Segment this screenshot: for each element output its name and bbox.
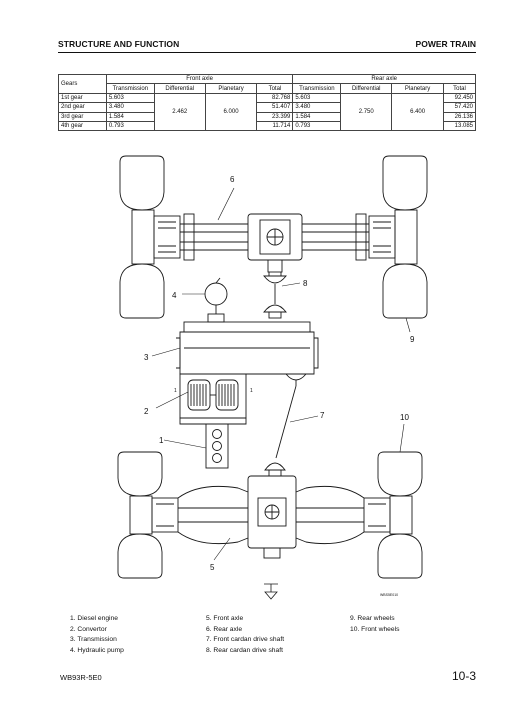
callout-5: 5 <box>210 563 215 572</box>
column-header: Transmission <box>292 83 342 94</box>
gear-cell: 1st gear <box>58 92 107 104</box>
column-header: Differential <box>340 83 393 94</box>
front-transmission-cell: 5.603 <box>105 92 155 104</box>
down-arrow-icon <box>264 583 278 600</box>
front-planetary-cell: 6.000 <box>204 92 258 132</box>
front-wheel-shape <box>377 451 423 497</box>
table-column-header-row: Transmission Differential Planetary Tota… <box>59 83 477 94</box>
rear-total-cell: 92.450 <box>442 92 477 104</box>
callout-2: 2 <box>144 407 149 416</box>
gears-header: Gears <box>58 74 107 94</box>
rear-wheel-shape <box>382 155 428 211</box>
transmission <box>176 321 319 386</box>
rear-cardan-shaft <box>263 272 287 319</box>
column-header: Transmission <box>105 83 155 94</box>
legend-column-2: 5. Front axle 6. Rear axle 7. Front card… <box>206 614 284 656</box>
table-row: 1st gear 5.603 2.462 6.000 82.768 5.603 … <box>58 92 477 132</box>
rear-total-cell: 57.420 <box>442 102 477 113</box>
convertor <box>179 373 247 425</box>
column-header: Total <box>442 83 477 94</box>
legend-item: 4. Hydraulic pump <box>70 646 124 654</box>
gear-cell: 2nd gear <box>58 102 107 113</box>
legend-item: 8. Rear cardan drive shaft <box>206 646 283 654</box>
legend-item: 6. Rear axle <box>206 625 243 633</box>
legend-item: 9. Rear wheels <box>350 615 395 622</box>
front-transmission-cell: 1.584 <box>105 111 155 122</box>
convertor-mark-left: 1 <box>174 388 177 394</box>
callout-7: 7 <box>320 411 325 420</box>
rear-transmission-cell: 5.603 <box>292 92 342 104</box>
gear-cell: 4th gear <box>58 120 107 132</box>
legend-column-3: 9. Rear wheels 10. Front wheels <box>350 614 399 635</box>
rear-transmission-cell: 0.793 <box>292 120 342 132</box>
convertor-mark-right: 1 <box>250 388 253 394</box>
rear-axle-assembly <box>119 155 428 319</box>
rear-transmission-cell: 3.480 <box>292 102 342 113</box>
column-header: Planetary <box>391 83 444 94</box>
front-axle-assembly <box>117 451 423 579</box>
front-total-cell: 23.399 <box>256 111 294 122</box>
leader-lines <box>151 187 411 561</box>
rear-total-cell: 26.136 <box>442 111 477 122</box>
legend-column-1: 1. Diesel engine 2. Convertor 3. Transmi… <box>70 614 124 656</box>
callout-6: 6 <box>230 175 235 184</box>
figure-code: WBS5E010 <box>380 593 398 597</box>
front-differential-cell: 2.462 <box>153 92 206 132</box>
column-header: Planetary <box>204 83 258 94</box>
callout-3: 3 <box>144 353 149 362</box>
front-transmission-cell: 0.793 <box>105 120 155 132</box>
section-title: STRUCTURE AND FUNCTION <box>58 39 180 49</box>
rear-wheel-shape <box>119 263 165 319</box>
rear-wheel-shape <box>382 263 428 319</box>
front-total-cell: 11.714 <box>256 120 294 132</box>
front-transmission-cell: 3.480 <box>105 102 155 113</box>
header-rule <box>58 52 476 53</box>
front-total-cell: 51.407 <box>256 102 294 113</box>
gear-ratio-table: Gears Front axle Rear axle Transmission … <box>58 73 477 132</box>
model-code: WB93R-5E0 <box>60 673 102 682</box>
diesel-engine <box>205 423 229 469</box>
page-number: 10-3 <box>451 669 476 683</box>
legend-item: 1. Diesel engine <box>70 615 118 622</box>
callout-4: 4 <box>172 291 177 300</box>
callout-8: 8 <box>303 279 308 288</box>
chapter-title: POWER TRAIN <box>415 39 476 49</box>
page-header: STRUCTURE AND FUNCTION POWER TRAIN <box>58 39 476 51</box>
rear-planetary-cell: 6.400 <box>391 92 444 132</box>
legend-item: 10. Front wheels <box>350 625 400 633</box>
legend-item: 7. Front cardan drive shaft <box>206 636 285 644</box>
legend-item: 5. Front axle <box>206 615 244 622</box>
front-axle-header: Front axle <box>105 73 294 85</box>
gear-cell: 3rd gear <box>58 111 107 122</box>
table-row: 4th gear 0.793 11.714 0.793 13.085 <box>58 120 477 132</box>
rear-wheel-shape <box>119 155 165 211</box>
hub-shape <box>131 209 155 265</box>
table-group-header-row: Gears Front axle Rear axle <box>58 73 476 94</box>
hub-shape <box>394 209 418 265</box>
front-total-cell: 82.768 <box>256 92 294 104</box>
front-wheel-shape <box>117 533 163 579</box>
column-header: Total <box>256 83 294 94</box>
table-row: 2nd gear 3.480 51.407 3.480 57.420 <box>58 102 477 113</box>
rear-differential-cell: 2.750 <box>340 92 393 132</box>
rear-transmission-cell: 1.584 <box>292 111 342 122</box>
front-cardan-shaft <box>264 385 297 477</box>
rear-total-cell: 13.085 <box>442 120 477 132</box>
power-train-diagram: 1 2 3 4 5 6 7 8 9 10 1 1 WBS5E010 <box>117 155 428 600</box>
legend-item: 2. Convertor <box>70 625 107 633</box>
hydraulic-pump <box>204 277 228 323</box>
callout-1: 1 <box>159 436 164 445</box>
front-wheel-shape <box>117 451 163 497</box>
callout-9: 9 <box>410 335 415 344</box>
rear-axle-header: Rear axle <box>292 73 476 85</box>
front-wheel-shape <box>377 533 423 579</box>
callout-10: 10 <box>400 413 409 422</box>
legend-item: 3. Transmission <box>70 636 117 644</box>
column-header: Differential <box>153 83 206 94</box>
